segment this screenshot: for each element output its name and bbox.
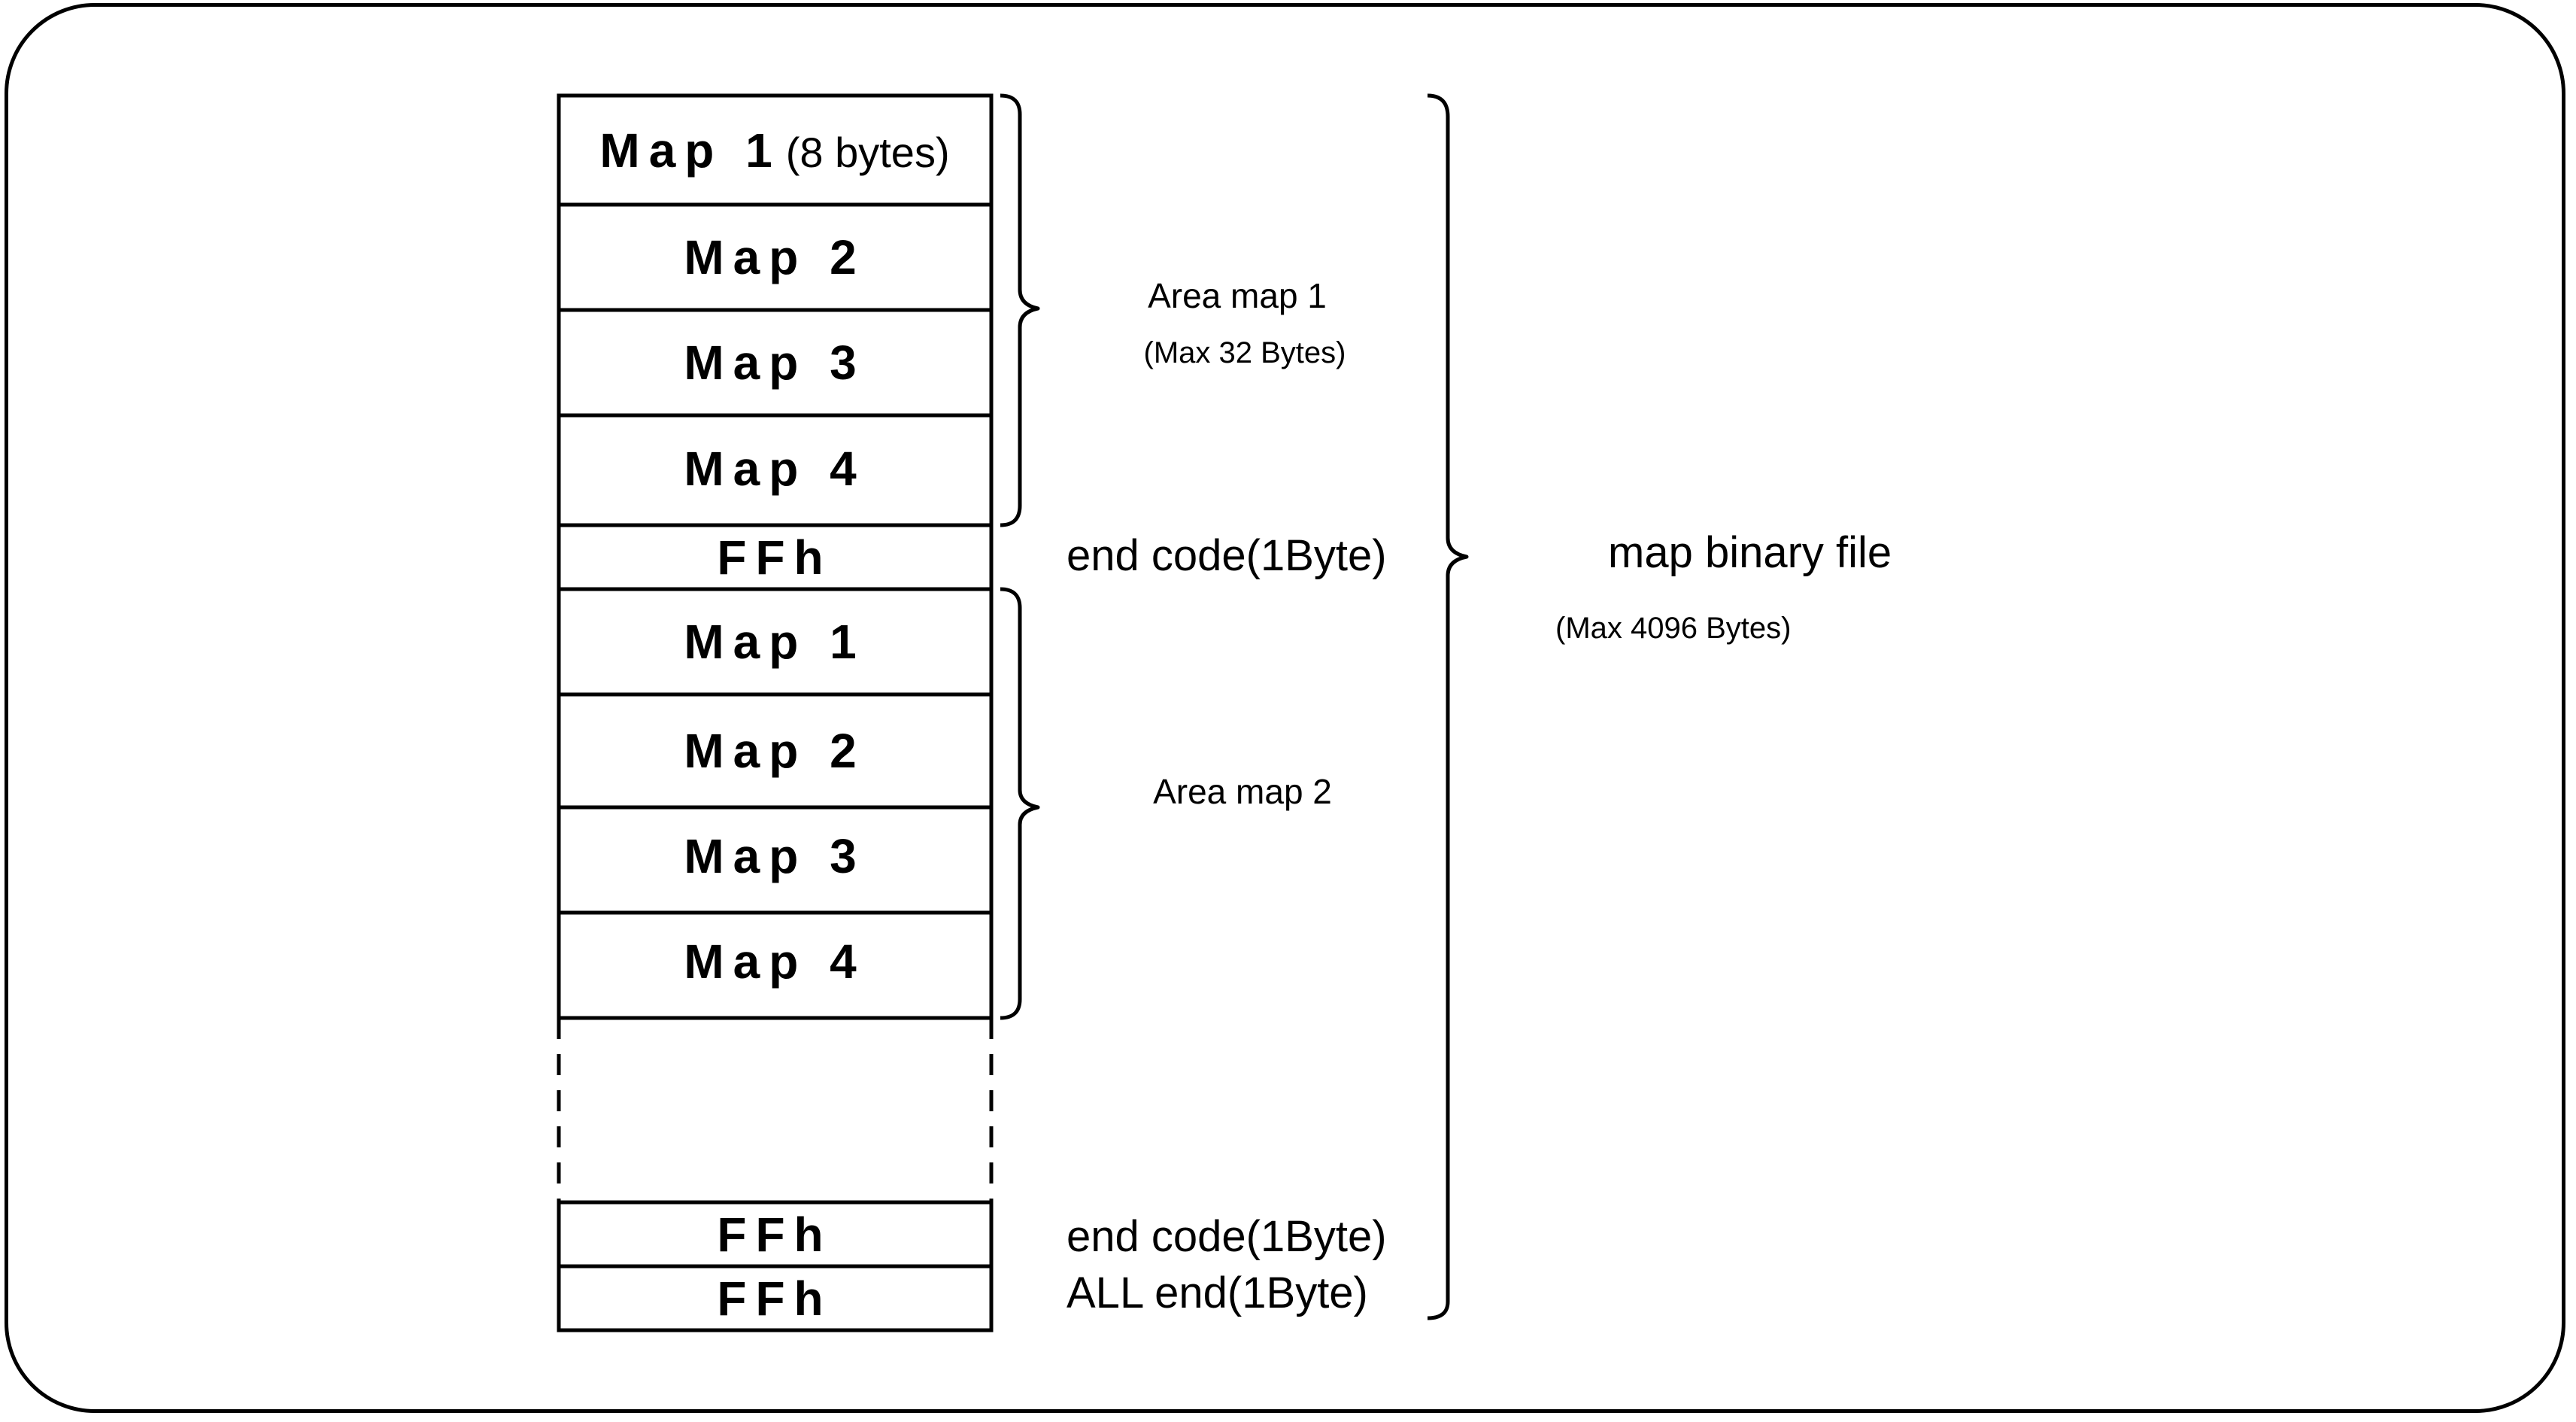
end-code-2-label: end code(1Byte)	[1067, 1212, 1387, 1261]
cell-map1-area1-label: Map 1(8 bytes)	[599, 123, 949, 178]
annotations: Area map 1 (Max 32 Bytes) end code(1Byte…	[1067, 276, 1892, 1317]
cell-labels: Map 1(8 bytes) Map 2 Map 3 Map 4 FFh Map…	[599, 123, 949, 1326]
cell-ffh-end-area1-label: FFh	[717, 530, 832, 585]
cell-map2-area2-label: Map 2	[684, 724, 865, 778]
brace-area-map-1	[1000, 93, 1040, 527]
area-map-2-title: Area map 2	[1153, 772, 1332, 811]
cell-map1-area2-label: Map 1	[684, 615, 865, 669]
area-map-1-title: Area map 1	[1148, 276, 1327, 315]
cell-map4-area1-label: Map 4	[684, 442, 865, 496]
map-binary-file-title: map binary file	[1608, 528, 1892, 577]
all-end-label: ALL end(1Byte)	[1067, 1269, 1368, 1317]
cell-map3-area1-label: Map 3	[684, 336, 865, 390]
brace-area-map-2	[1000, 587, 1040, 1020]
area-map-1-size: (Max 32 Bytes)	[1144, 336, 1346, 369]
brace-map-binary-file	[1427, 93, 1469, 1320]
cell-map2-area1-label: Map 2	[684, 230, 865, 284]
cell-map4-area2-label: Map 4	[684, 934, 865, 989]
end-code-1-label: end code(1Byte)	[1067, 531, 1387, 580]
diagram-frame	[5, 3, 2565, 1413]
map-binary-file-size: (Max 4096 Bytes)	[1555, 612, 1791, 645]
cell-map4-area2	[557, 910, 994, 1020]
cell-map3-area2-label: Map 3	[684, 829, 865, 883]
cell-ffh-all-end-label: FFh	[717, 1272, 832, 1326]
braces	[1000, 93, 1469, 1320]
cell-ellipsis-gap	[557, 1018, 994, 1202]
memory-stack	[557, 93, 994, 1332]
cell-ffh-end-last-label: FFh	[717, 1208, 832, 1262]
cell-ffh-all-end	[557, 1264, 994, 1332]
